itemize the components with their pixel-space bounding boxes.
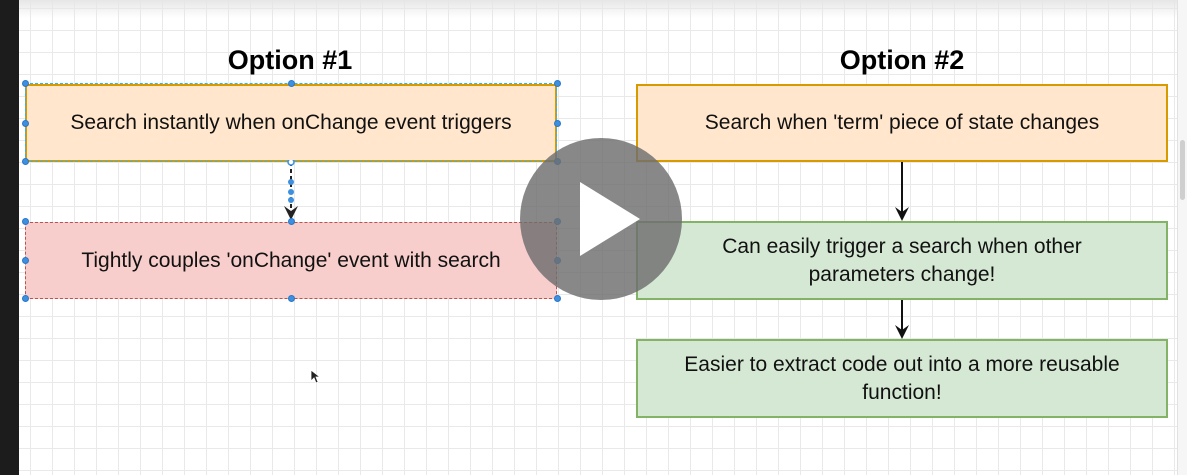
option-2-heading: Option #2 — [839, 45, 965, 75]
option-1-box-search-instantly[interactable]: Search instantly when onChange event tri… — [25, 84, 557, 162]
option-1-heading: Option #1 — [227, 45, 353, 75]
option-2-box-term-state-text: Search when 'term' piece of state change… — [704, 111, 1100, 134]
option-2-box-trigger-search-text: Can easily trigger a search when other p… — [722, 234, 1082, 286]
selection-handle[interactable] — [22, 80, 29, 87]
option-2-box-trigger-search[interactable]: Can easily trigger a search when other p… — [636, 221, 1168, 300]
selection-handle[interactable] — [22, 158, 29, 165]
selection-handle[interactable] — [22, 218, 29, 225]
option-2-arrow-1[interactable] — [890, 162, 914, 222]
play-icon — [580, 182, 640, 256]
selection-handle[interactable] — [22, 257, 29, 264]
option-2-box-extract-code-text: Easier to extract code out into a more r… — [684, 352, 1120, 404]
top-shadow — [19, 0, 1177, 18]
left-panel-edge — [0, 0, 19, 475]
selection-handle[interactable] — [22, 120, 29, 127]
selection-handle[interactable] — [288, 80, 295, 87]
mouse-cursor-icon — [310, 369, 322, 384]
selection-handle[interactable] — [288, 295, 295, 302]
option-2-arrow-2[interactable] — [890, 300, 914, 340]
selection-handle[interactable] — [288, 218, 295, 225]
scrollbar-thumb[interactable] — [1180, 140, 1185, 200]
selection-handle[interactable] — [554, 295, 561, 302]
selection-handle[interactable] — [22, 295, 29, 302]
selection-handle[interactable] — [554, 120, 561, 127]
play-button[interactable] — [520, 138, 682, 300]
selection-handle[interactable] — [554, 80, 561, 87]
scrollbar[interactable] — [1177, 0, 1187, 475]
option-1-box-search-instantly-text: Search instantly when onChange event tri… — [70, 111, 512, 134]
option-2-box-extract-code[interactable]: Easier to extract code out into a more r… — [636, 339, 1168, 418]
option-1-connector-arrow[interactable] — [276, 160, 306, 222]
option-1-box-tightly-couples[interactable]: Tightly couples 'onChange' event with se… — [25, 222, 557, 299]
option-1-box-tightly-couples-text: Tightly couples 'onChange' event with se… — [81, 248, 501, 272]
option-2-box-term-state[interactable]: Search when 'term' piece of state change… — [636, 84, 1168, 162]
